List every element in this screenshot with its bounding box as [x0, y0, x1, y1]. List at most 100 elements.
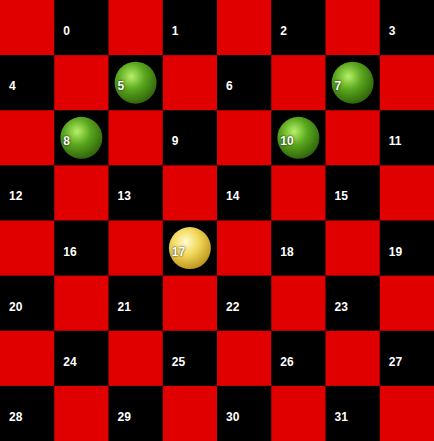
- board-square: [217, 0, 272, 56]
- board-square: [380, 331, 434, 387]
- board-square: [0, 110, 55, 166]
- checker-piece: [60, 117, 102, 159]
- board-square: [326, 386, 381, 441]
- board-square: [0, 386, 55, 441]
- square-number: 13: [118, 189, 131, 203]
- square-number: 12: [9, 189, 22, 203]
- board-square: [0, 276, 55, 332]
- board-square: [54, 110, 109, 166]
- board-square: [217, 55, 272, 111]
- board-square: [163, 331, 218, 387]
- square-number: 22: [226, 300, 239, 314]
- board-square: [163, 386, 218, 441]
- square-number: 29: [118, 410, 131, 424]
- board-square: [380, 0, 434, 56]
- board-square: [54, 276, 109, 332]
- square-number: 18: [280, 245, 293, 259]
- board-square: [109, 165, 164, 221]
- board-square: [163, 221, 218, 277]
- square-number: 15: [335, 189, 348, 203]
- board-square: [54, 386, 109, 441]
- board-square: [217, 110, 272, 166]
- square-number: 5: [118, 79, 125, 93]
- square-number: 14: [226, 189, 239, 203]
- board-square: [163, 276, 218, 332]
- square-number: 28: [9, 410, 22, 424]
- checker-piece: [169, 227, 211, 269]
- square-number: 8: [63, 134, 70, 148]
- square-number: 26: [280, 355, 293, 369]
- board-square: [217, 276, 272, 332]
- square-number: 30: [226, 410, 239, 424]
- square-number: 21: [118, 300, 131, 314]
- board-square: [0, 165, 55, 221]
- square-number: 24: [63, 355, 76, 369]
- board-square: [54, 221, 109, 277]
- square-number: 1: [172, 24, 179, 38]
- square-number: 19: [389, 245, 402, 259]
- board-square: [271, 331, 326, 387]
- board-square: [109, 110, 164, 166]
- square-number: 27: [389, 355, 402, 369]
- board-square: [54, 165, 109, 221]
- square-number: 25: [172, 355, 185, 369]
- board-square: [217, 386, 272, 441]
- board-square: [271, 386, 326, 441]
- board-square: [380, 386, 434, 441]
- square-number: 20: [9, 300, 22, 314]
- square-number: 11: [389, 134, 402, 148]
- board-square: [109, 55, 164, 111]
- board-square: [217, 331, 272, 387]
- board-square: [54, 55, 109, 111]
- square-number: 4: [9, 79, 16, 93]
- square-number: 9: [172, 134, 179, 148]
- square-number: 16: [63, 245, 76, 259]
- square-number: 6: [226, 79, 233, 93]
- board-square: [0, 221, 55, 277]
- board-square: [326, 55, 381, 111]
- square-number: 2: [280, 24, 287, 38]
- board-square: [271, 0, 326, 56]
- board-square: [109, 331, 164, 387]
- board-square: [380, 55, 434, 111]
- board-square: [163, 110, 218, 166]
- board-square: [163, 55, 218, 111]
- board-square: [0, 55, 55, 111]
- board-square: [380, 221, 434, 277]
- checker-piece: [277, 117, 319, 159]
- board-square: [271, 165, 326, 221]
- board-square: [326, 110, 381, 166]
- checker-piece: [332, 62, 374, 104]
- board-square: [217, 221, 272, 277]
- board-square: [271, 110, 326, 166]
- square-number: 7: [335, 79, 342, 93]
- board-square: [271, 276, 326, 332]
- board-square: [109, 221, 164, 277]
- board-square: [326, 276, 381, 332]
- board-square: [380, 276, 434, 332]
- board-square: [109, 276, 164, 332]
- square-number: 23: [335, 300, 348, 314]
- board-square: [109, 386, 164, 441]
- board-square: [0, 0, 55, 56]
- square-number: 3: [389, 24, 396, 38]
- board-square: [163, 165, 218, 221]
- checker-piece: [115, 62, 157, 104]
- board-square: [326, 331, 381, 387]
- square-number: 0: [63, 24, 70, 38]
- board-square: [271, 221, 326, 277]
- board-square: [163, 0, 218, 56]
- board-square: [326, 0, 381, 56]
- board-square: [326, 221, 381, 277]
- square-number: 10: [280, 134, 293, 148]
- board-square: [326, 165, 381, 221]
- board-square: [54, 0, 109, 56]
- square-number: 17: [172, 245, 185, 259]
- board-square: [54, 331, 109, 387]
- board-square: [109, 0, 164, 56]
- board-square: [0, 331, 55, 387]
- square-number: 31: [335, 410, 348, 424]
- board-square: [217, 165, 272, 221]
